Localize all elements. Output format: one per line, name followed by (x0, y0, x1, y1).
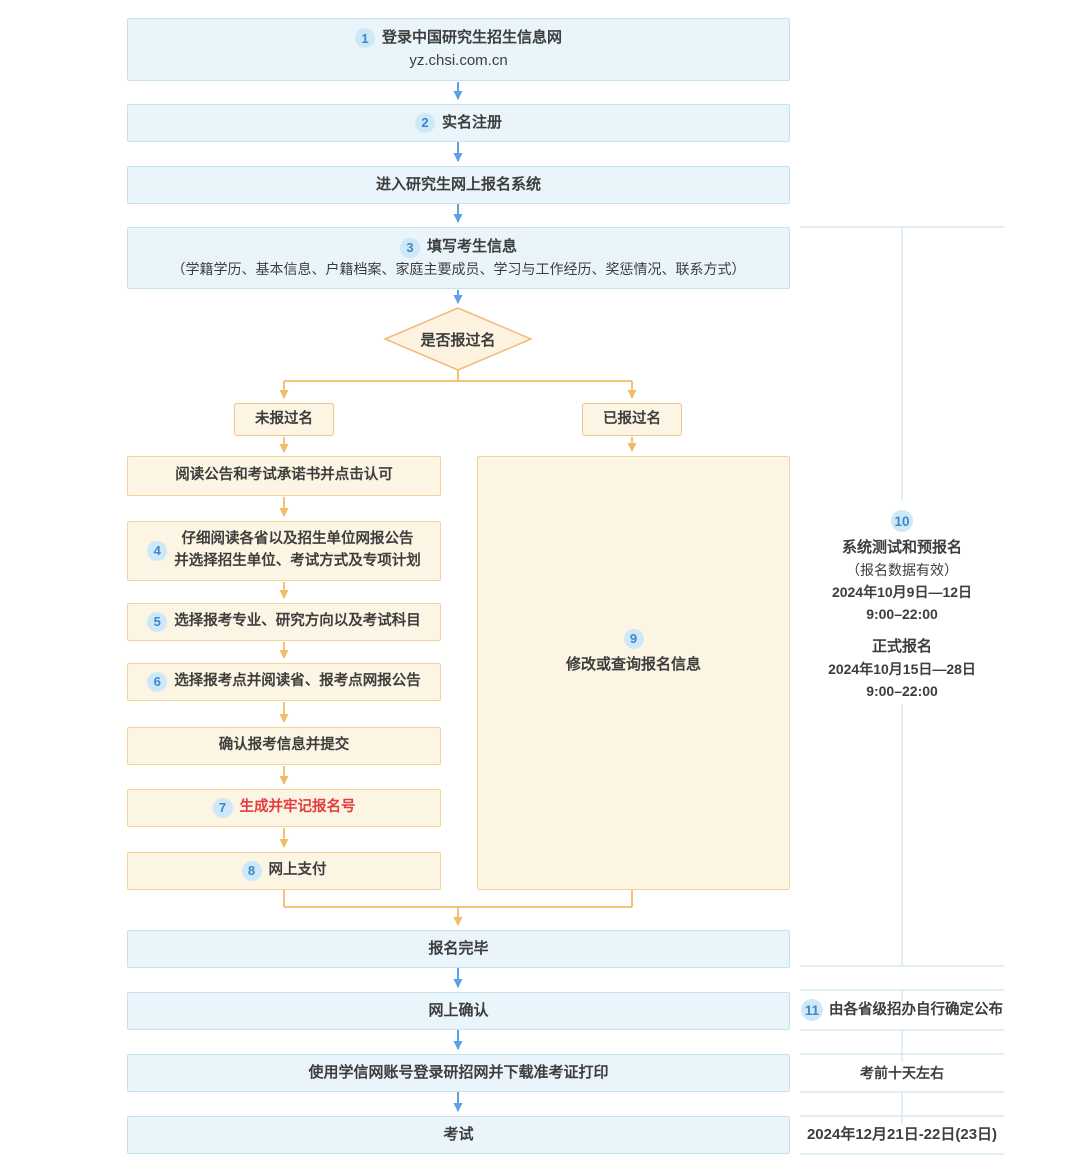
step-badge: 7 (212, 798, 233, 818)
step-label: 修改或查询报名信息 (565, 655, 701, 673)
sidebar-section-timeline: 10 系统测试和预报名 （报名数据有效） 2024年10月9日—12日 9:00… (800, 510, 1004, 701)
decision-registered-diamond: 是否报过名 (385, 309, 531, 370)
pre-registration-title: 系统测试和预报名 (841, 539, 962, 556)
branch-label: 已报过名 (603, 410, 661, 427)
step-label: 登录中国研究生招生信息网 (381, 29, 562, 47)
step-badge: 9 (623, 628, 644, 649)
official-registration-date: 2024年10月15日—28日 (828, 661, 976, 677)
step-label: 网上确认 (428, 1001, 489, 1019)
step-online-confirm-box: 网上确认 (127, 992, 790, 1030)
step-confirm-submit-box: 确认报考信息并提交 (127, 727, 441, 765)
step-login-box: 1 登录中国研究生招生信息网 yz.chsi.com.cn (127, 18, 790, 81)
step-download-ticket-box: 使用学信网账号登录研招网并下载准考证打印 (127, 1054, 790, 1092)
step-badge: 5 (147, 612, 168, 632)
sidebar-note-exam-date: 2024年12月21日-22日(23日) (800, 1116, 1004, 1154)
sidebar-badge: 10 (891, 510, 913, 532)
step-label: 进入研究生网上报名系统 (375, 175, 541, 193)
step-enter-system-box: 进入研究生网上报名系统 (127, 166, 790, 204)
step-label: 选择报考专业、研究方向以及考试科目 (174, 613, 421, 630)
sidebar-guide-lines (800, 226, 1004, 1155)
step-badge: 6 (147, 672, 168, 692)
step-sublabel: （学籍学历、基本信息、户籍档案、家庭主要成员、学习与工作经历、奖惩情况、联系方式… (171, 260, 746, 277)
step-badge: 3 (399, 237, 420, 258)
official-registration-time: 9:00–22:00 (866, 683, 938, 699)
pre-registration-time: 9:00–22:00 (866, 606, 938, 622)
step-badge: 2 (414, 113, 435, 133)
site-url: yz.chsi.com.cn (409, 51, 508, 69)
step-read-notice-box: 阅读公告和考试承诺书并点击认可 (127, 456, 441, 496)
step-pay-box: 8 网上支付 (127, 852, 441, 890)
branch-not-registered-box: 未报过名 (234, 403, 334, 436)
step-label-line1: 仔细阅读各省以及招生单位网报公告 (181, 531, 414, 548)
step-choose-site-box: 6 选择报考点并阅读省、报考点网报公告 (127, 663, 441, 701)
ticket-window-label: 考前十天左右 (860, 1065, 944, 1081)
branch-label: 未报过名 (255, 410, 313, 427)
step-label: 填写考生信息 (426, 238, 517, 256)
step-done-box: 报名完毕 (127, 930, 790, 968)
step-badge: 4 (147, 541, 168, 561)
step-choose-major-box: 5 选择报考专业、研究方向以及考试科目 (127, 603, 441, 641)
step-label: 选择报考点并阅读省、报考点网报公告 (174, 673, 421, 690)
decision-label: 是否报过名 (420, 332, 496, 349)
step-badge: 8 (241, 861, 262, 881)
step-reg-number-box: 7 生成并牢记报名号 (127, 789, 441, 827)
orange-connectors (279, 370, 637, 926)
step-label: 网上支付 (268, 862, 327, 879)
step-label: 确认报考信息并提交 (218, 737, 350, 754)
step-badge: 1 (354, 28, 375, 49)
official-registration-title: 正式报名 (871, 638, 932, 655)
exam-date-label: 2024年12月21日-22日(23日) (806, 1126, 998, 1143)
step-label: 阅读公告和考试承诺书并点击认可 (175, 467, 393, 484)
step-label-highlight: 生成并牢记报名号 (239, 799, 356, 816)
step-label: 考试 (443, 1125, 474, 1143)
step-label: 使用学信网账号登录研招网并下载准考证打印 (308, 1063, 609, 1081)
sidebar-note-confirm: 11 由各省级招办自行确定公布 (800, 990, 1004, 1030)
step-fill-info-box: 3 填写考生信息 （学籍学历、基本信息、户籍档案、家庭主要成员、学习与工作经历、… (127, 227, 790, 289)
step-read-bulletin-box: 4 仔细阅读各省以及招生单位网报公告 并选择招生单位、考试方式及专项计划 (127, 521, 441, 581)
step-label: 实名注册 (441, 113, 502, 131)
pre-registration-note: （报名数据有效） (846, 562, 958, 578)
confirm-note-label: 由各省级招办自行确定公布 (829, 1002, 1003, 1018)
branch-registered-box: 已报过名 (582, 403, 682, 436)
step-exam-box: 考试 (127, 1116, 790, 1154)
step-label: 报名完毕 (428, 939, 489, 957)
sidebar-note-ticket-window: 考前十天左右 (800, 1054, 1004, 1092)
sidebar-badge: 11 (801, 999, 823, 1021)
step-label-line2: 并选择招生单位、考试方式及专项计划 (174, 553, 421, 569)
pre-registration-date: 2024年10月9日—12日 (831, 584, 973, 600)
step-register-box: 2 实名注册 (127, 104, 790, 142)
step-modify-query-box: 9 修改或查询报名信息 (477, 456, 790, 890)
